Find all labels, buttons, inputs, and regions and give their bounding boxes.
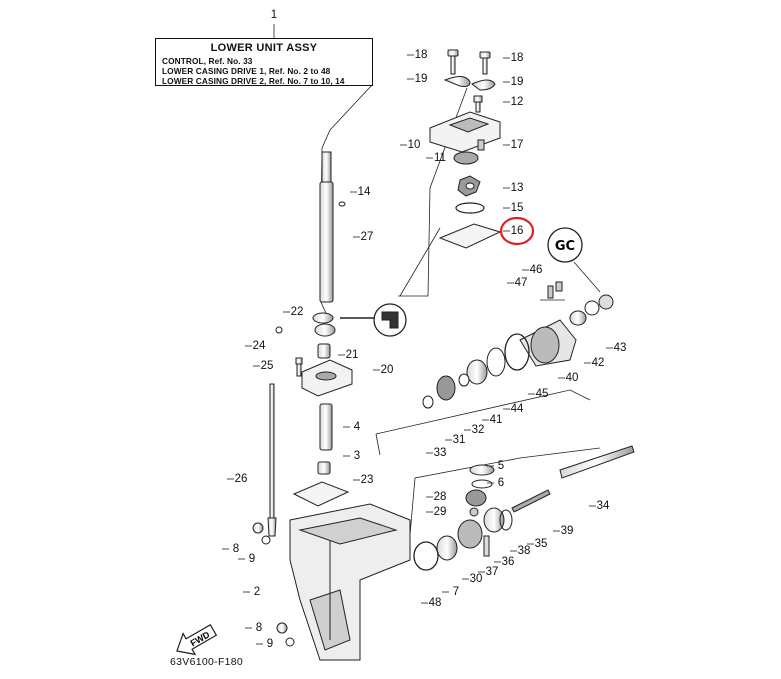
callout-c24: 24 [252,340,266,352]
callout-c22: 22 [290,306,304,318]
shift-rod-26 [267,326,303,537]
diagram-code: 63V6100-F180 [170,656,244,668]
callout-c8b: 8 [255,622,263,634]
callout-c33: 33 [433,447,447,459]
callout-c7: 7 [452,586,460,598]
callout-c3: 3 [353,450,361,462]
callout-c8a: 8 [232,543,240,555]
drive-shaft-27 [319,151,346,303]
callout-c2: 2 [253,586,261,598]
callout-c27: 27 [360,231,374,243]
callout-c17: 17 [510,139,524,151]
callout-c19a: 19 [414,73,428,85]
callout-c21: 21 [345,349,359,361]
callout-c36: 36 [501,556,515,568]
title-heading: LOWER UNIT ASSY [210,42,318,54]
seal-detail-inset [340,303,407,337]
callout-c20: 20 [380,364,394,376]
callout-c39: 39 [560,525,574,537]
highlight-ring [499,216,535,246]
callout-c37: 37 [485,566,499,578]
callout-c41: 41 [489,414,503,426]
callout-c9b: 9 [266,638,274,650]
grease-gc-mark: GC [547,227,583,263]
callout-c28: 28 [433,491,447,503]
callout-c29: 29 [433,506,447,518]
callout-c25: 25 [260,360,274,372]
callout-c6: 6 [497,477,505,489]
callout-c19b: 19 [510,76,524,88]
callout-c18a: 18 [414,49,428,61]
callout-c44: 44 [510,403,524,415]
callout-c26: 26 [234,473,248,485]
callout-c18b: 18 [510,52,524,64]
title-line-2: LOWER CASING DRIVE 1, Ref. No. 2 to 48 [162,66,331,76]
callout-c23: 23 [360,474,374,486]
gc-mark-label: GC [555,239,575,254]
callout-c32: 32 [471,424,485,436]
bearing-group [292,312,353,507]
callout-c46: 46 [529,264,543,276]
callout-c47: 47 [514,277,528,289]
title-line-1: CONTROL, Ref. No. 33 [162,56,253,66]
lower-casing-2 [252,503,411,661]
ref-number-1: 1 [270,9,278,21]
callout-c10: 10 [407,139,421,151]
callout-c5: 5 [497,460,505,472]
callout-c40: 40 [565,372,579,384]
callout-c42: 42 [591,357,605,369]
callout-c16: 16 [510,225,524,237]
callout-c30: 30 [469,573,483,585]
callout-c13: 13 [510,182,524,194]
callout-c48: 48 [428,597,442,609]
o-ring-15 [455,202,485,214]
propeller-shaft-group [413,281,635,571]
bolt-18 [443,49,496,113]
lower-unit-title-box: LOWER UNIT ASSY CONTROL, Ref. No. 33 LOW… [155,38,373,86]
callout-c38: 38 [517,545,531,557]
callout-c31: 31 [452,434,466,446]
water-pump-housing [429,111,501,165]
callout-c12: 12 [510,96,524,108]
outer-plate-16 [438,223,502,249]
callout-c4: 4 [353,421,361,433]
title-line-3: LOWER CASING DRIVE 2, Ref. No. 7 to 10, … [162,76,345,86]
impeller-13 [457,175,481,197]
callout-c45: 45 [535,388,549,400]
callout-c9a: 9 [248,553,256,565]
callout-c34: 34 [596,500,610,512]
callout-c35: 35 [534,538,548,550]
callout-c43: 43 [613,342,627,354]
callout-c11: 11 [434,152,446,164]
callout-c14: 14 [357,186,371,198]
callout-c15: 15 [510,202,524,214]
